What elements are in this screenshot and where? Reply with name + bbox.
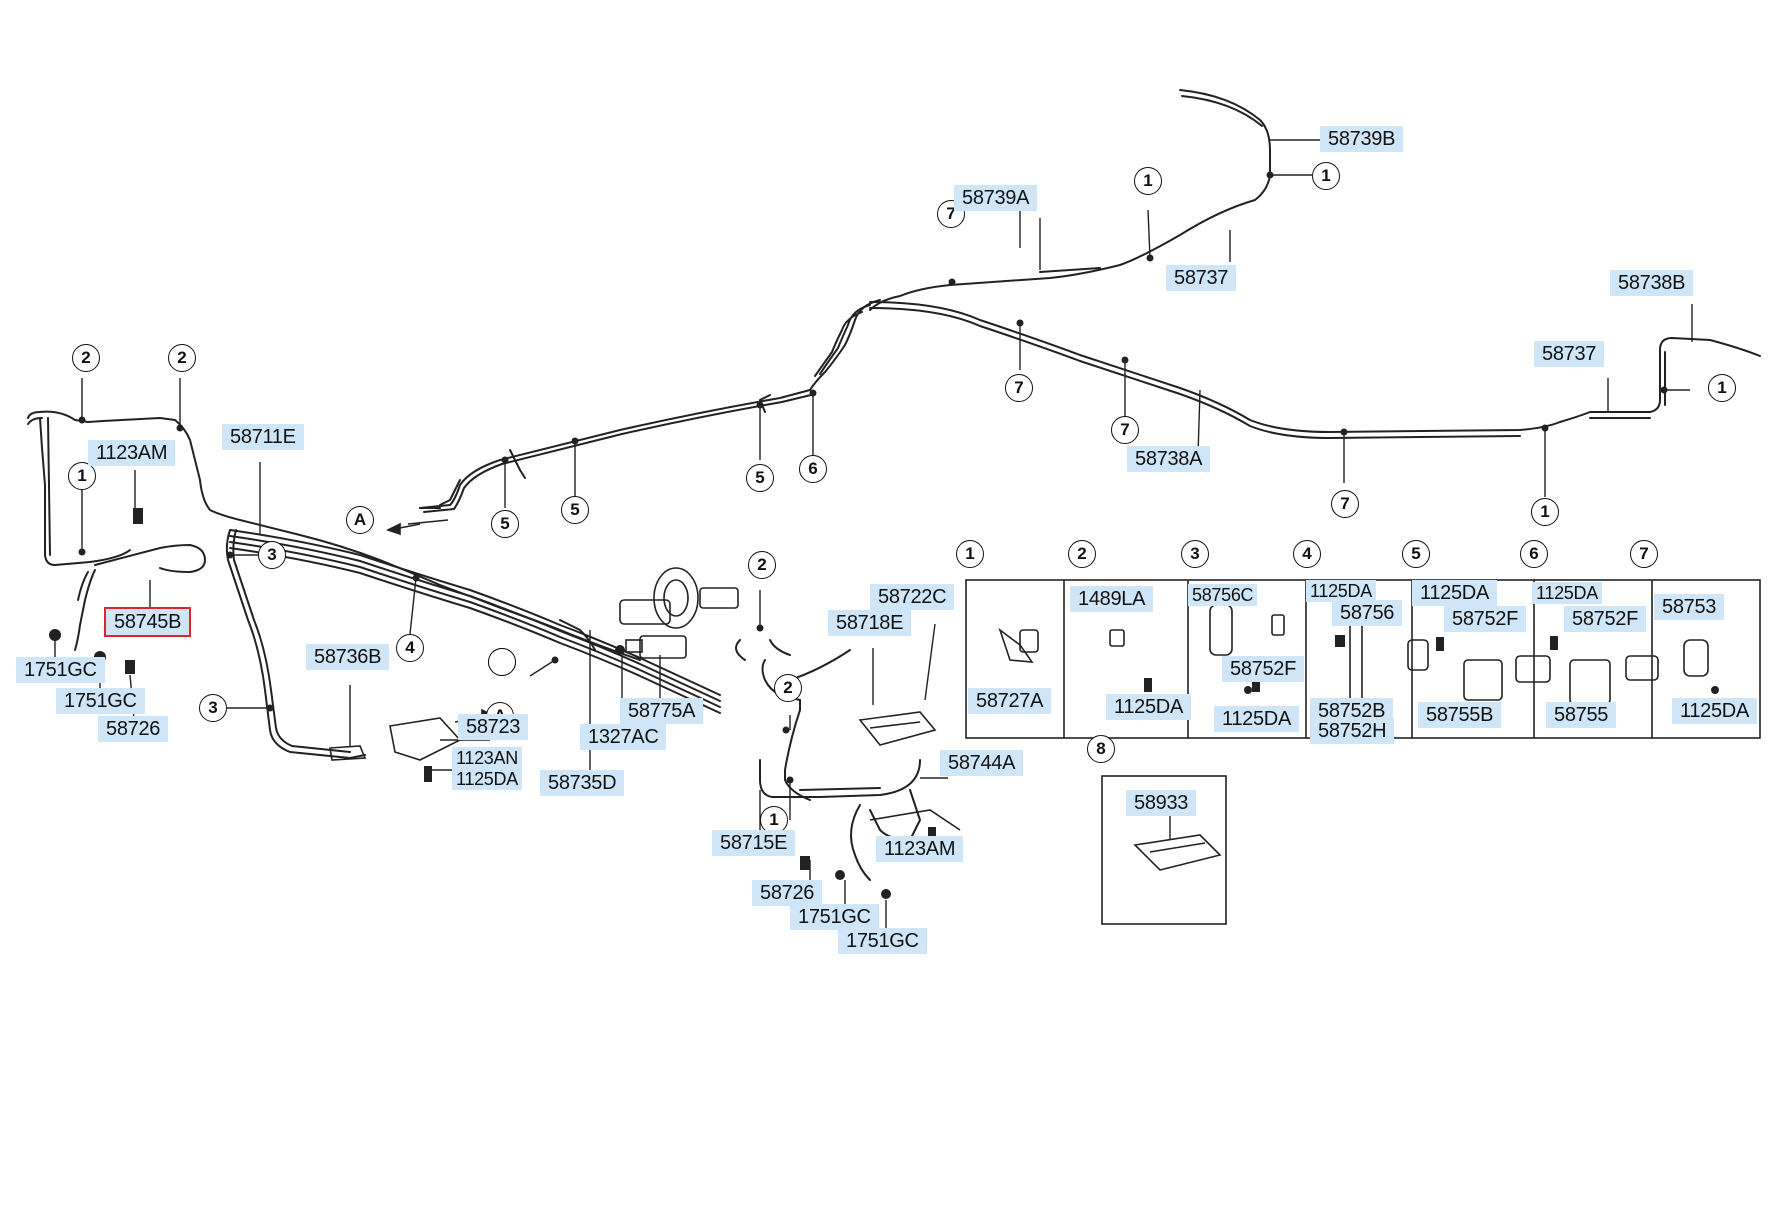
detail-4-58756[interactable]: 58756	[1332, 600, 1403, 626]
part-label-58739B[interactable]: 58739B	[1320, 126, 1404, 152]
callout-7-mid2: 7	[1111, 416, 1139, 444]
part-label-58775A[interactable]: 58775A	[620, 698, 704, 724]
part-label-58745B[interactable]: 58745B	[103, 607, 192, 637]
part-label-58738B[interactable]: 58738B	[1610, 270, 1694, 296]
detail-2-1125DA[interactable]: 1125DA	[1106, 694, 1191, 720]
callout-1-right-low: 1	[1531, 498, 1559, 526]
part-label-58735D[interactable]: 58735D	[540, 770, 625, 796]
detail-1-58727A[interactable]: 58727A	[968, 688, 1052, 714]
detail-header-5: 5	[1402, 540, 1430, 568]
part-label-58726-mid[interactable]: 58726	[752, 880, 823, 906]
callout-a-left: A	[346, 506, 374, 534]
part-label-1751GC-a[interactable]: 1751GC	[16, 657, 105, 683]
detail-2-1489LA[interactable]: 1489LA	[1070, 586, 1154, 612]
callout-5-b: 5	[561, 496, 589, 524]
part-label-58739A[interactable]: 58739A	[954, 185, 1038, 211]
part-label-58722C[interactable]: 58722C	[870, 584, 955, 610]
callout-1-left: 1	[68, 462, 96, 490]
callout-1-far-right: 1	[1708, 374, 1736, 402]
callout-3-lower: 3	[199, 694, 227, 722]
detail-header-1: 1	[956, 540, 984, 568]
part-label-58715E[interactable]: 58715E	[712, 830, 796, 856]
detail-4-58752H[interactable]: 58752H	[1310, 718, 1395, 744]
detail-3-58756C[interactable]: 58756C	[1188, 584, 1258, 606]
callout-7-mid: 7	[1005, 374, 1033, 402]
detail-4-1125DA[interactable]: 1125DA	[1306, 580, 1376, 602]
detail-3-58752F[interactable]: 58752F	[1222, 656, 1305, 682]
detail-header-4: 4	[1293, 540, 1321, 568]
part-label-1751GC-d[interactable]: 1751GC	[838, 928, 927, 954]
detail-7-58753[interactable]: 58753	[1654, 594, 1725, 620]
part-label-58744A[interactable]: 58744A	[940, 750, 1024, 776]
part-label-58737-right[interactable]: 58737	[1534, 341, 1605, 367]
part-label-58736B[interactable]: 58736B	[306, 644, 390, 670]
detail-header-2: 2	[1068, 540, 1096, 568]
callout-1-mid: 1	[760, 806, 788, 834]
callout-4: 4	[396, 634, 424, 662]
part-label-1751GC-c[interactable]: 1751GC	[790, 904, 879, 930]
detail-header-8: 8	[1087, 735, 1115, 763]
callout-1-right-top: 1	[1312, 162, 1340, 190]
detail-7-1125DA[interactable]: 1125DA	[1672, 698, 1757, 724]
detail-6-1125DA[interactable]: 1125DA	[1532, 582, 1602, 604]
part-label-58726-left[interactable]: 58726	[98, 716, 169, 742]
detail-6-58752F[interactable]: 58752F	[1564, 606, 1647, 632]
detail-header-3: 3	[1181, 540, 1209, 568]
part-label-58737-top[interactable]: 58737	[1166, 265, 1237, 291]
part-label-58711E[interactable]: 58711E	[222, 424, 304, 450]
callout-3-upper: 3	[258, 541, 286, 569]
callout-1-top: 1	[1134, 167, 1162, 195]
detail-6-58755[interactable]: 58755	[1546, 702, 1617, 728]
detail-header-7: 7	[1630, 540, 1658, 568]
callout-6: 6	[799, 455, 827, 483]
part-label-1123AM-mid[interactable]: 1123AM	[876, 836, 964, 862]
detail-5-58755B[interactable]: 58755B	[1418, 702, 1502, 728]
callout-7-right: 7	[1331, 490, 1359, 518]
part-label-1327AC[interactable]: 1327AC	[580, 724, 667, 750]
part-label-58738A[interactable]: 58738A	[1127, 446, 1211, 472]
detail-5-58752F[interactable]: 58752F	[1444, 606, 1527, 632]
callout-5-c: 5	[746, 464, 774, 492]
callout-5-a: 5	[491, 510, 519, 538]
detail-5-1125DA[interactable]: 1125DA	[1412, 580, 1497, 606]
detail-8-58933[interactable]: 58933	[1126, 790, 1197, 816]
callout-2-mid: 2	[748, 551, 776, 579]
callout-2-left2: 2	[168, 344, 196, 372]
part-label-1123AM-left[interactable]: 1123AM	[88, 440, 176, 466]
callout-2-mid2: 2	[774, 674, 802, 702]
detail-header-6: 6	[1520, 540, 1548, 568]
part-label-58723[interactable]: 58723	[458, 714, 529, 740]
detail-4-58752B[interactable]: 58752B	[1310, 698, 1394, 724]
part-label-1751GC-b[interactable]: 1751GC	[56, 688, 145, 714]
part-label-58718E[interactable]: 58718E	[828, 610, 912, 636]
callout-2-left: 2	[72, 344, 100, 372]
part-label-1125DA-mid[interactable]: 1125DA	[452, 768, 522, 790]
detail-3-1125DA[interactable]: 1125DA	[1214, 706, 1299, 732]
part-label-1123AN[interactable]: 1123AN	[452, 747, 522, 769]
callout-8	[488, 648, 516, 676]
